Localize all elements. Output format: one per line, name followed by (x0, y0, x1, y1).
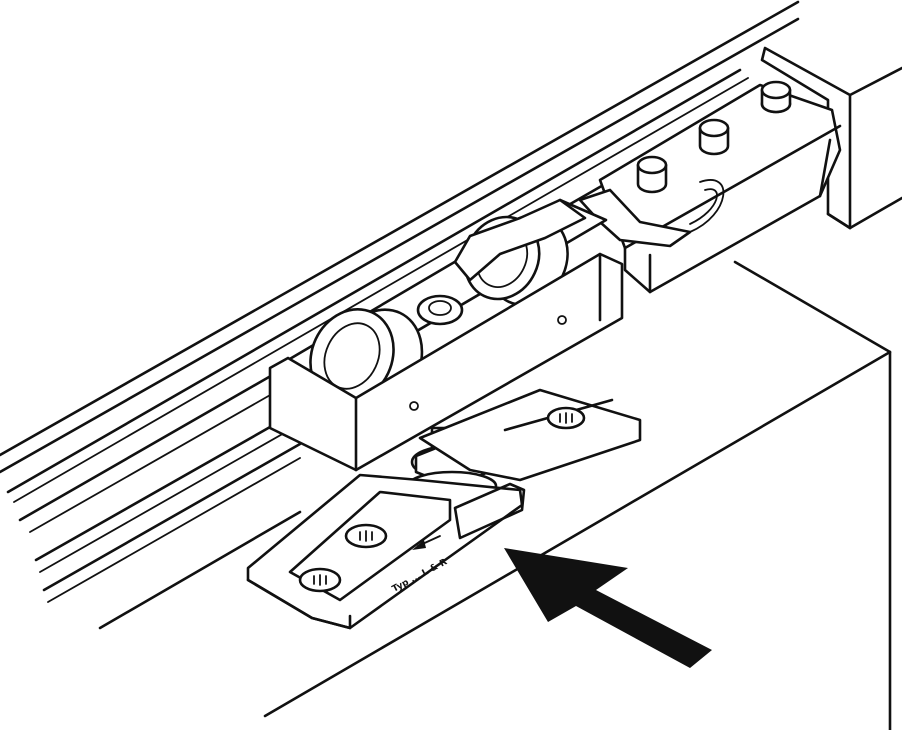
direction-arrow-icon (504, 548, 712, 668)
latch-spring (689, 179, 725, 233)
bracket-screw (546, 406, 586, 430)
wheel-strap (453, 198, 587, 282)
center-nut (416, 294, 464, 326)
plate-arrow-icon (412, 535, 441, 550)
door-panel (263, 260, 892, 730)
upper-bracket (418, 388, 642, 482)
stop-pin (760, 80, 792, 114)
plate-screw (298, 567, 342, 593)
end-stop-block (578, 80, 842, 294)
stop-pin (636, 155, 668, 194)
latch-clip (578, 188, 692, 248)
stop-pin (698, 118, 730, 156)
plate-screw (344, 523, 388, 549)
track-end-bracket (760, 46, 902, 230)
trolley-housing (268, 198, 624, 472)
door-plate: Typ ... L & R (246, 473, 526, 630)
